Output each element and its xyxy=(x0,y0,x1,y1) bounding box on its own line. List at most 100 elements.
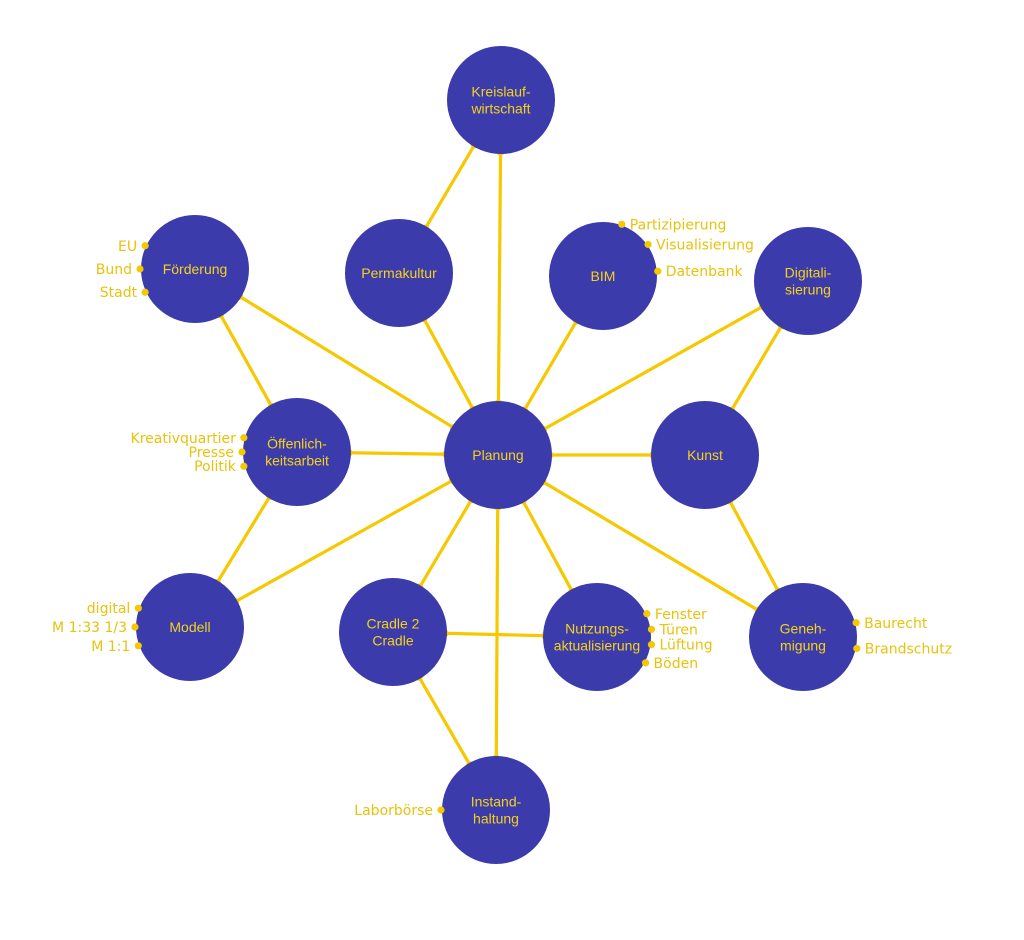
leaf-dot xyxy=(618,220,626,228)
edge-kunst-genehmigung xyxy=(724,495,784,597)
node-genehmigung[interactable]: Geneh-migung xyxy=(749,583,857,691)
leaf-label: Baurecht xyxy=(864,616,928,632)
leaf-label: Presse xyxy=(189,445,234,461)
node-oeffentlichkeit[interactable]: Öffenlich-keitsarbeit xyxy=(243,398,351,506)
leaf-label: Partizipierung xyxy=(630,217,727,233)
node-label: Planung xyxy=(472,447,523,463)
node-bim[interactable]: BIM xyxy=(549,222,657,330)
node-label: sierung xyxy=(785,282,831,298)
edge-digitalisierung-kunst xyxy=(726,320,787,416)
leaf-label: Visualisierung xyxy=(656,237,754,253)
leaf-dot xyxy=(134,642,142,650)
node-label: Permakultur xyxy=(361,265,437,281)
edge-line xyxy=(442,631,548,638)
edge-bim-planung xyxy=(519,315,582,416)
node-kunst[interactable]: Kunst xyxy=(651,401,759,509)
edge-line xyxy=(522,318,579,413)
leaf-label: Lüftung xyxy=(659,638,712,654)
edge-line xyxy=(346,451,449,456)
leaf-label: Stadt xyxy=(100,285,138,301)
node-circle xyxy=(543,583,651,691)
edge-planung-modell xyxy=(230,475,458,607)
edge-planung-instandhaltung xyxy=(491,501,503,764)
leaf-dot xyxy=(240,462,248,470)
node-label: aktualisierung xyxy=(554,638,640,654)
node-label: BIM xyxy=(591,268,616,284)
node-label: Nutzungs- xyxy=(565,621,629,637)
edge-kreislauf-planung xyxy=(493,146,506,409)
leaf-label: Fenster xyxy=(655,607,707,623)
edge-line xyxy=(218,311,274,410)
edge-line xyxy=(232,478,456,604)
edge-line xyxy=(236,294,457,430)
node-circle xyxy=(549,222,657,330)
edge-line xyxy=(417,497,474,590)
leaf-label: M 1:33 1/3 xyxy=(52,620,127,636)
node-circle xyxy=(651,401,759,509)
node-permakultur[interactable]: Permakultur xyxy=(345,219,453,327)
node-kreislauf[interactable]: Kreislauf-wirtschaft xyxy=(447,46,555,154)
node-planung[interactable]: Planung xyxy=(444,401,552,509)
leaf-label: Bund xyxy=(96,262,132,278)
node-circle xyxy=(749,583,857,691)
leaf-label: M 1:1 xyxy=(91,639,130,655)
leaf-label: Kreativquartier xyxy=(131,431,237,447)
node-instandhaltung[interactable]: Instand-haltung xyxy=(442,756,550,864)
edge-line xyxy=(421,316,476,412)
edge-line xyxy=(416,674,473,768)
edge-cradle-instandhaltung xyxy=(414,671,475,771)
leaf-dot xyxy=(131,623,139,631)
leaf-label: Politik xyxy=(194,459,237,475)
leaf-dot xyxy=(238,448,246,456)
node-label: Öffenlich- xyxy=(267,435,327,452)
node-label: wirtschaft xyxy=(470,101,530,117)
edge-line xyxy=(496,149,503,406)
edge-line xyxy=(540,479,761,613)
node-label: Instand- xyxy=(471,794,522,810)
node-label: Modell xyxy=(169,619,210,635)
node-label: Kunst xyxy=(687,447,723,463)
node-nutzung[interactable]: Nutzungs-aktualisierung xyxy=(543,583,651,691)
node-label: haltung xyxy=(473,811,519,827)
node-label: Cradle 2 xyxy=(367,616,420,632)
edge-line xyxy=(729,323,784,413)
node-label: Förderung xyxy=(163,261,228,277)
node-digitalisierung[interactable]: Digitali-sierung xyxy=(754,227,862,335)
node-label: Kreislauf- xyxy=(471,84,530,100)
node-circle xyxy=(447,46,555,154)
node-label: Digitali- xyxy=(785,265,832,281)
node-label: migung xyxy=(780,638,826,654)
node-label: Geneh- xyxy=(780,621,827,637)
leaf-dot xyxy=(647,641,656,649)
node-circle xyxy=(442,756,550,864)
edge-oeffentlichkeit-planung xyxy=(343,448,452,459)
leaf-label: Böden xyxy=(654,656,699,672)
leaf-dot xyxy=(647,625,656,633)
leaf-dot xyxy=(437,806,445,814)
node-foerderung[interactable]: Förderung xyxy=(141,215,249,323)
leaf-dot xyxy=(141,288,149,296)
node-circle xyxy=(444,401,552,509)
node-circle xyxy=(345,219,453,327)
leaf-dot xyxy=(853,644,861,653)
edge-planung-nutzung xyxy=(517,495,578,597)
edge-line xyxy=(727,498,781,594)
leaf-dot xyxy=(643,610,651,618)
leaf-dot xyxy=(654,267,662,275)
leaf-label: Brandschutz xyxy=(865,641,952,657)
node-modell[interactable]: Modell xyxy=(136,573,244,681)
leaf-group-instandhaltung: Laborbörse xyxy=(354,803,445,819)
leaf-label: EU xyxy=(118,239,137,255)
node-circle xyxy=(243,398,351,506)
leaf-label: Datenbank xyxy=(666,264,744,280)
edge-oeffentlichkeit-modell xyxy=(212,491,275,588)
edge-planung-kunst xyxy=(544,450,659,460)
leaves-layer: EUBundStadtPartizipierungVisualisierungD… xyxy=(52,217,952,819)
leaf-dot xyxy=(136,265,144,273)
